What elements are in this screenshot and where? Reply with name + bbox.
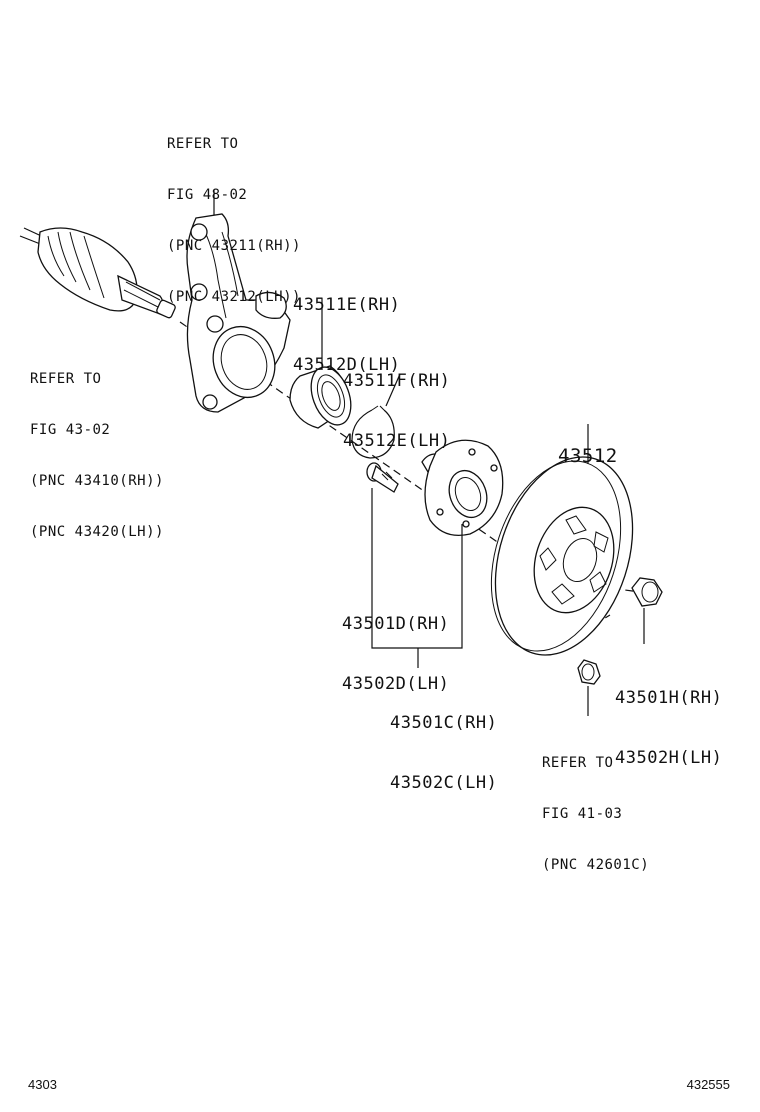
- footer-right-code: 432555: [686, 1077, 730, 1092]
- nut-part-rh: 43501H(RH): [615, 688, 723, 708]
- brake-disc: [490, 456, 634, 656]
- cap-ref-line-1: REFER TO: [542, 755, 614, 771]
- driveshaft-reference-label: REFER TO FIG 43-02 (PNC 43410(RH)) (PNC …: [30, 338, 164, 558]
- axis-centerline: [179, 321, 546, 576]
- snap-ring-part-label: 43511F(RH) 43512E(LH): [343, 331, 450, 471]
- bearing-part-lh: 43512D(LH): [293, 355, 401, 375]
- wheel-bearing: [289, 365, 352, 429]
- hub-bolt-part-rh: 43501D(RH): [342, 614, 450, 634]
- knuckle-ref-line-2: FIG 48-02: [167, 187, 248, 203]
- nut-part-label: 43501H(RH) 43502H(LH): [615, 648, 722, 788]
- snap-ring-part-lh: 43512E(LH): [343, 431, 451, 451]
- hub-part-label: 43501C(RH) 43502C(LH): [390, 673, 497, 813]
- hub-part-rh: 43501C(RH): [390, 713, 498, 733]
- cap-ref-line-2: FIG 41-03: [542, 806, 623, 822]
- knuckle-ref-line-3: (PNC 43211(RH)): [167, 238, 301, 254]
- driveshaft-ref-line-1: REFER TO: [30, 371, 102, 387]
- hub-part-lh: 43502C(LH): [390, 773, 498, 793]
- grease-cap: [577, 659, 601, 685]
- bearing-part-rh: 43511E(RH): [293, 295, 401, 315]
- knuckle-ref-line-1: REFER TO: [167, 136, 239, 152]
- cap-ref-line-3: (PNC 42601C): [542, 857, 650, 873]
- driveshaft-ref-line-3: (PNC 43410(RH)): [30, 473, 164, 489]
- driveshaft-ref-line-2: FIG 43-02: [30, 422, 111, 438]
- hub-bolt-part-label: 43501D(RH) 43502D(LH): [342, 574, 449, 714]
- axle-hub: [421, 439, 504, 537]
- knuckle-ref-line-4: (PNC 43212(LH)): [167, 289, 301, 305]
- hub-bolt-part-lh: 43502D(LH): [342, 674, 450, 694]
- leader-lines: [321, 298, 645, 716]
- disc-part-number: 43512: [558, 445, 618, 467]
- nut-part-lh: 43502H(LH): [615, 748, 723, 768]
- hub-nut: [631, 577, 663, 607]
- steering-knuckle: [186, 190, 291, 413]
- bearing-part-label: 43511E(RH) 43512D(LH): [293, 255, 400, 395]
- cap-reference-label: REFER TO FIG 41-03 (PNC 42601C): [542, 722, 649, 891]
- snap-ring-part-rh: 43511F(RH): [343, 371, 451, 391]
- hub-bolt: [366, 462, 399, 493]
- snap-ring: [351, 405, 395, 459]
- driveshaft-ref-line-4: (PNC 43420(LH)): [30, 524, 164, 540]
- knuckle-reference-label: REFER TO FIG 48-02 (PNC 43211(RH)) (PNC …: [167, 103, 301, 323]
- disc-part-label: 43512: [558, 403, 618, 488]
- footer-left-code: 4303: [28, 1077, 57, 1092]
- drive-shaft: [19, 227, 176, 319]
